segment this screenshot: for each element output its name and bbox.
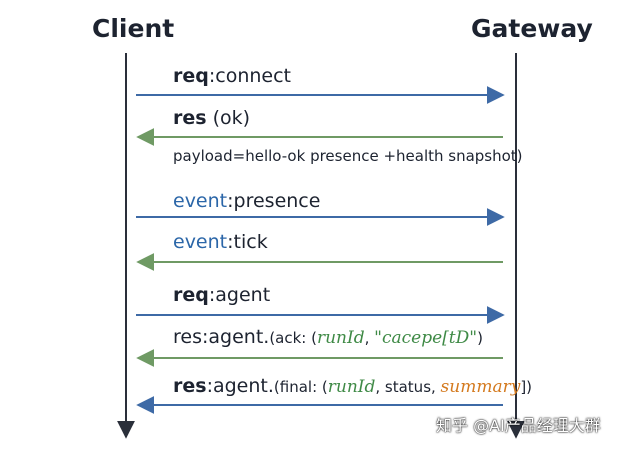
message-text: :connect [208,65,292,87]
message-separator: , status, [375,378,441,396]
message-res-agent-final: res:agent.(final: (runId, status, summar… [173,377,532,396]
message-text: :tick [227,231,268,253]
message-event-tick: event:tick [173,233,268,252]
message-text: :agent [208,284,271,306]
message-paren-open: (ack: ( [269,329,317,347]
message-keyword: event [173,231,228,253]
message-arg-value: "cacepe[tD" [374,328,478,348]
message-keyword: req [173,284,209,306]
message-separator: , [364,329,375,347]
message-text: :presence [227,190,321,212]
message-keyword: res [173,375,207,397]
message-req-connect: req:connect [173,67,291,86]
message-keyword: res [173,107,207,129]
message-req-agent: req:agent [173,286,270,305]
message-payload-note: payload=hello-ok presence +health snapsh… [173,147,523,165]
message-arg-runid: runId [327,377,376,397]
watermark-text: 知乎 @AI产品经理大群 [436,416,601,435]
message-text: :agent. [206,375,274,397]
message-res-ok: res (ok) [173,109,250,128]
gateway-participant-title: Gateway [471,14,593,43]
message-keyword: event [173,190,228,212]
message-keyword: req [173,65,209,87]
message-text: res:agent. [173,326,270,348]
message-paren-open: (final: ( [273,378,328,396]
message-arg-summary: summary [440,377,521,397]
message-arg-runid: runId [316,328,365,348]
message-event-presence: event:presence [173,192,320,211]
message-paren-close: ]) [520,378,533,396]
message-paren-close: ) [477,329,483,347]
message-text: (ok) [206,107,251,129]
client-participant-title: Client [92,14,175,43]
message-res-agent-ack: res:agent.(ack: (runId, "cacepe[tD") [173,328,483,347]
